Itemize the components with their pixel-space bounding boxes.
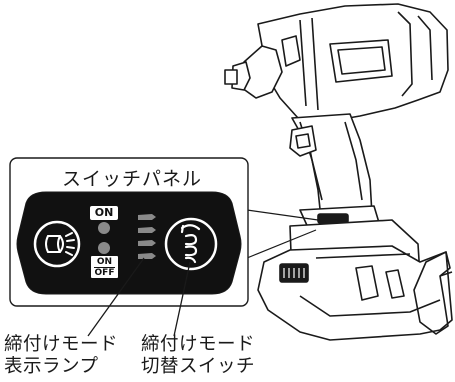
mode-lamp-1 bbox=[138, 214, 156, 220]
mode-switch-leader bbox=[173, 261, 191, 337]
tightening-mode-icon bbox=[180, 224, 201, 264]
light-button[interactable] bbox=[33, 220, 81, 268]
impact-wrench-illustration bbox=[224, 3, 453, 341]
tightening-mode-switch[interactable] bbox=[164, 217, 218, 271]
mode-display-lamps bbox=[138, 214, 156, 259]
on-label: ON bbox=[90, 206, 118, 220]
mode-lamp-4 bbox=[138, 253, 156, 259]
onoff-label-bottom: OFF bbox=[94, 267, 115, 278]
light-icon bbox=[45, 232, 75, 256]
mode-display-label-line1: 締付けモード bbox=[4, 334, 119, 355]
switch-panel-title: スイッチパネル bbox=[62, 168, 203, 190]
mode-display-leader bbox=[87, 257, 145, 337]
mode-lamp-3 bbox=[138, 240, 156, 246]
mode-switch-label-line2: 切替スイッチ bbox=[141, 356, 256, 377]
power-onoff-lamp bbox=[98, 242, 110, 254]
leader-lines bbox=[87, 257, 191, 337]
mode-switch-label-line1: 締付けモード bbox=[141, 334, 256, 355]
onoff-label: ON OFF bbox=[91, 256, 118, 278]
callout-connector bbox=[246, 209, 319, 259]
mode-lamp-2 bbox=[138, 227, 156, 233]
mode-display-label-line2: 表示ランプ bbox=[4, 356, 99, 377]
onoff-label-top: ON bbox=[96, 257, 113, 267]
power-on-lamp bbox=[98, 222, 110, 234]
